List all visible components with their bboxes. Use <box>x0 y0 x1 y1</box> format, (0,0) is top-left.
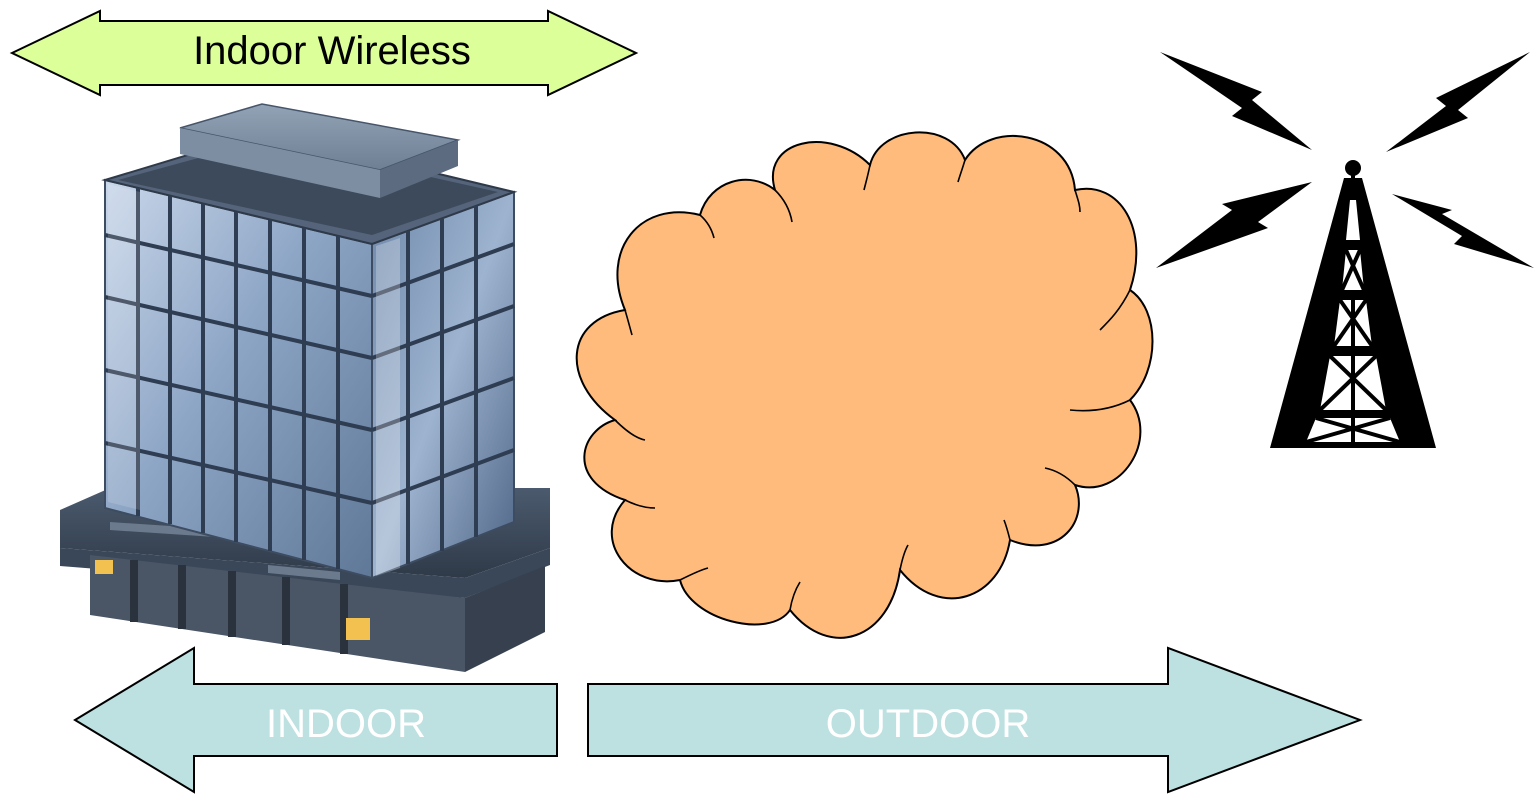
indoor-wireless-arrow: Indoor Wireless <box>12 11 636 95</box>
indoor-label: INDOOR <box>266 702 426 746</box>
indoor-wireless-label: Indoor Wireless <box>193 29 471 73</box>
cloud-shape <box>577 132 1153 637</box>
indoor-arrow: INDOOR <box>75 648 557 792</box>
signal-bolt-lower-right <box>1392 194 1534 268</box>
signal-bolt-upper-left <box>1160 52 1312 150</box>
tower-antenna-tip <box>1345 160 1361 176</box>
radio-tower-icon <box>1156 52 1534 448</box>
signal-bolt-lower-left <box>1156 182 1312 268</box>
outdoor-arrow: OUTDOOR <box>588 648 1360 792</box>
outdoor-label: OUTDOOR <box>826 702 1030 746</box>
network-cloud <box>577 132 1153 637</box>
signal-bolt-upper-right <box>1386 52 1530 152</box>
office-building-icon <box>60 104 550 672</box>
tower-lattice <box>1270 178 1436 448</box>
